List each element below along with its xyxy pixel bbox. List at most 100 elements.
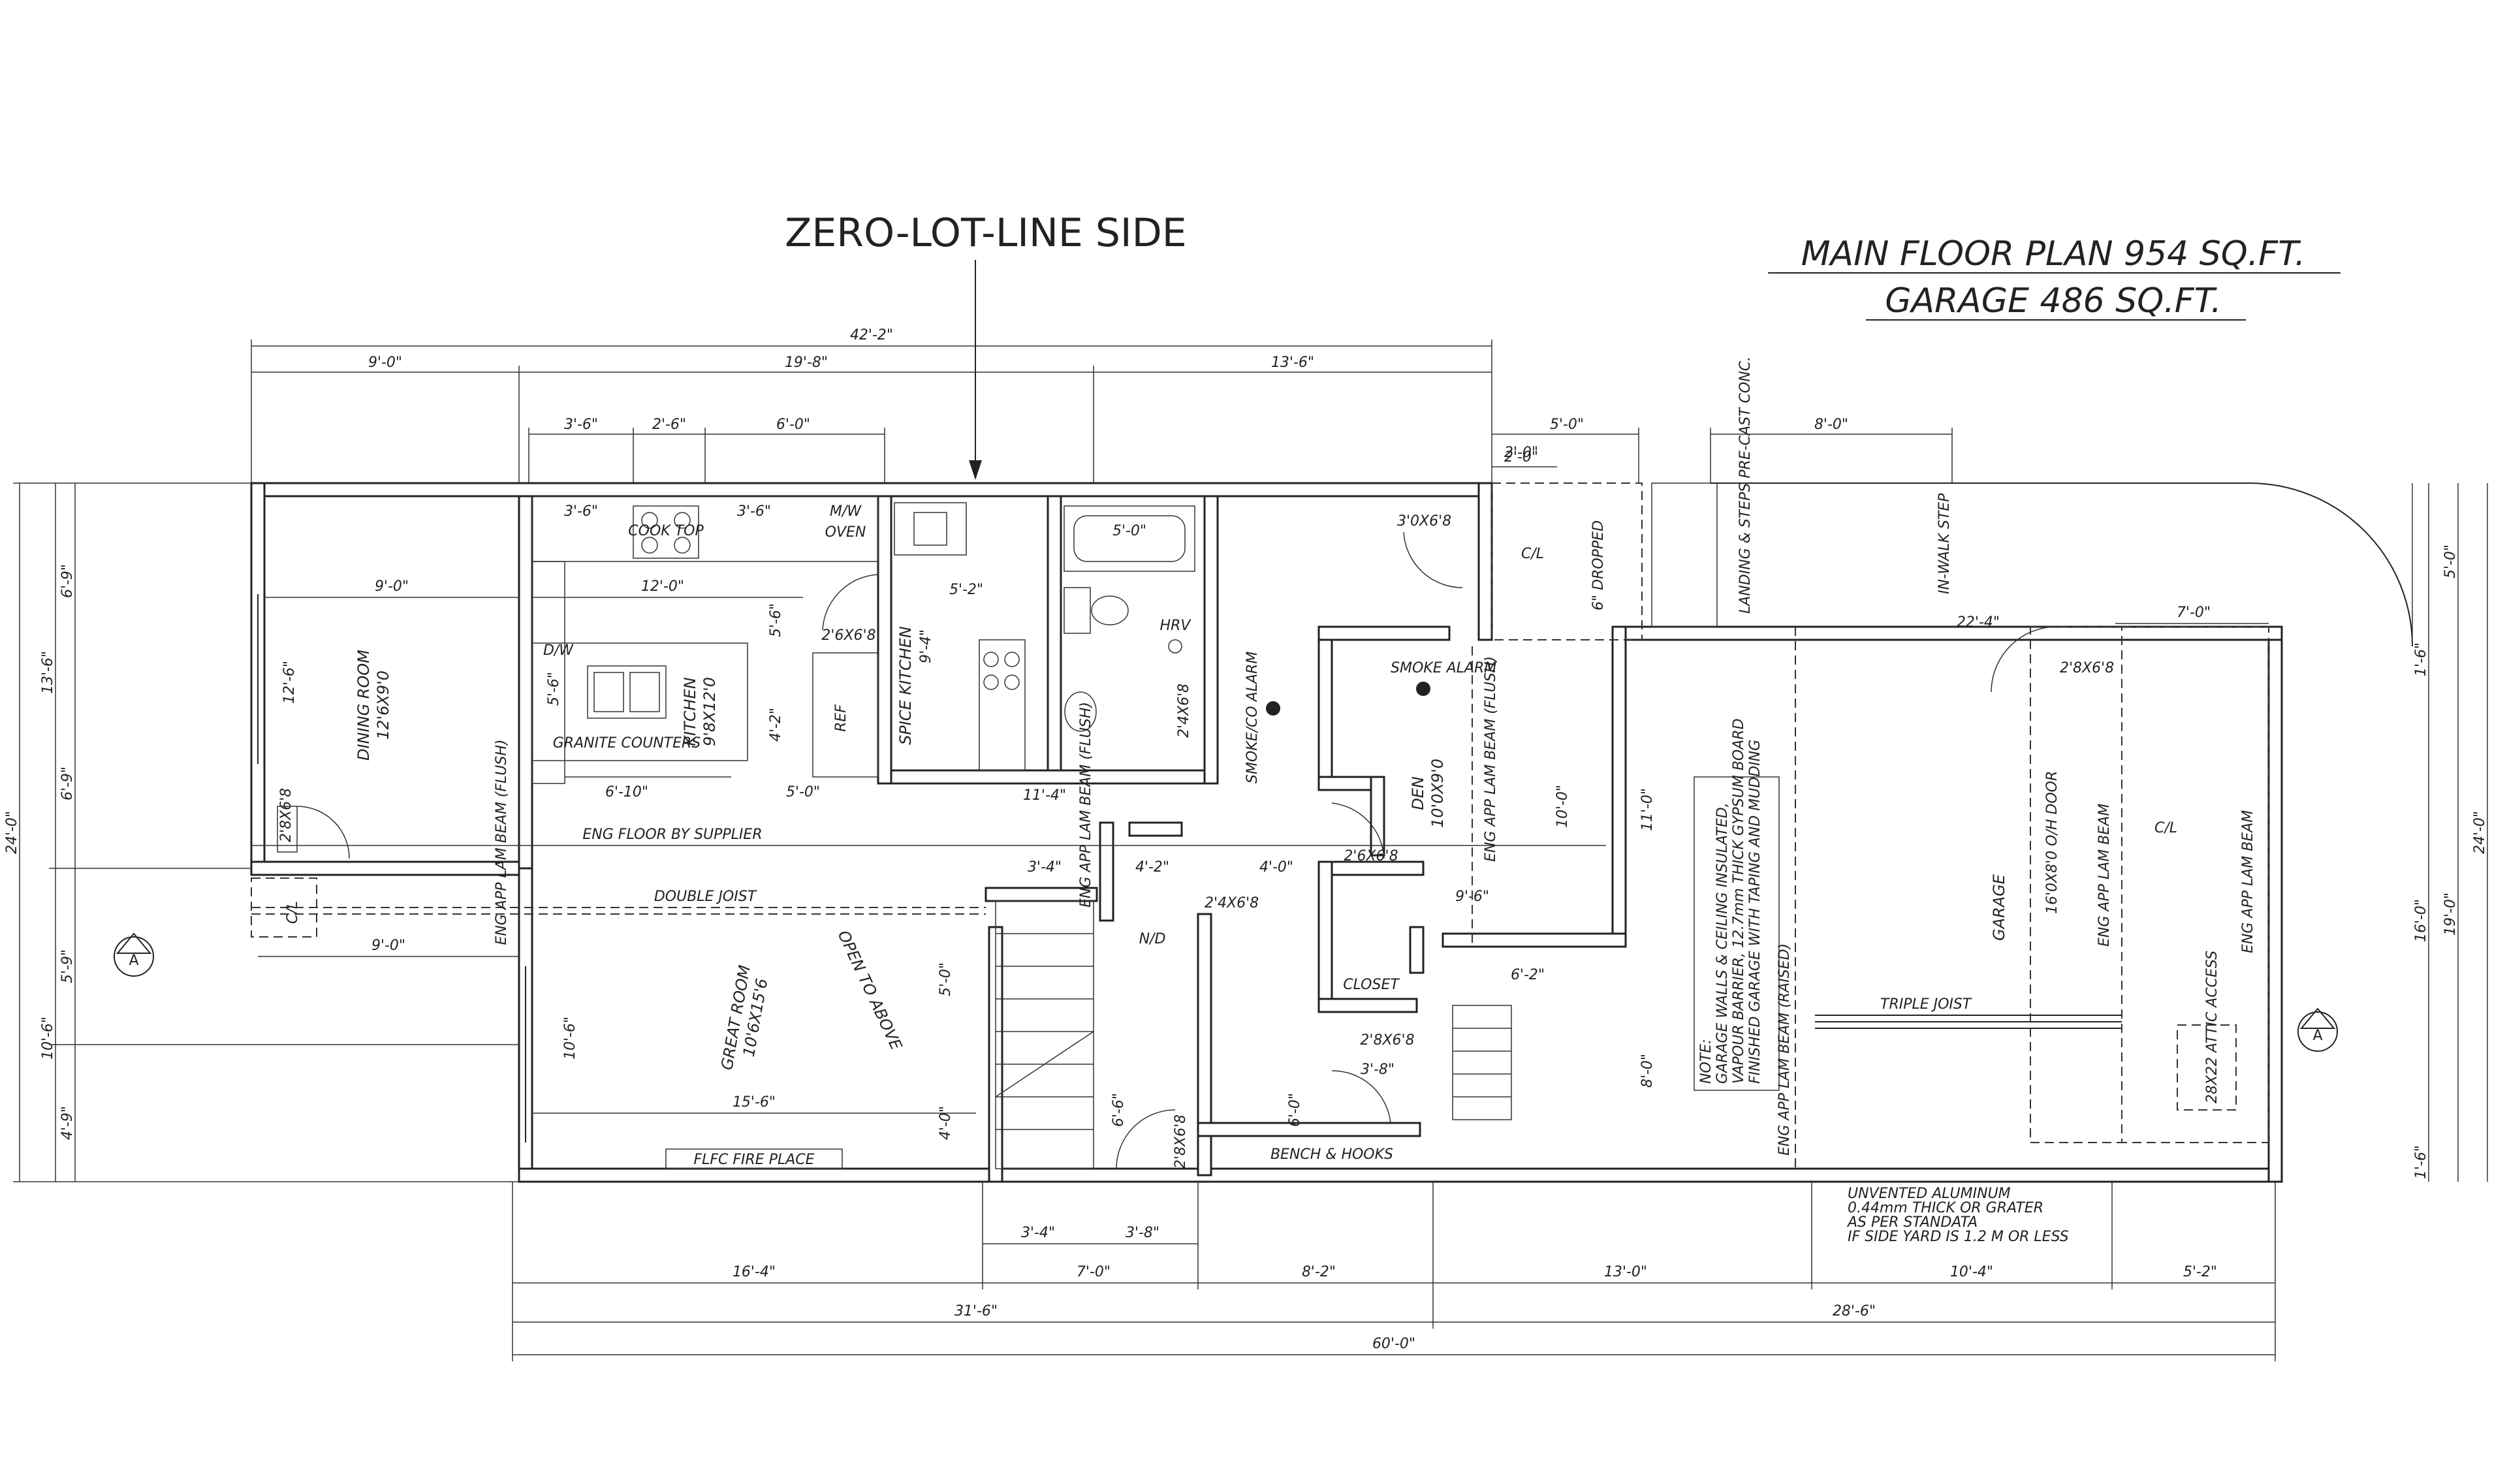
dim-k-e: 3'-6" bbox=[737, 503, 771, 520]
door-bath-label: 2'4X6'8 bbox=[1176, 684, 1192, 738]
dim-right-total: 24'-0" bbox=[2472, 811, 2488, 854]
dim-stair-h: 5'-0" bbox=[938, 962, 954, 996]
dim-left-big2: 10'-6" bbox=[40, 1017, 56, 1060]
kitchen: COOK TOP 3'-6" 3'-6" M/W OVEN 5'-6" 12'-… bbox=[494, 496, 879, 945]
door-garage-label: 2'8X6'8 bbox=[2060, 660, 2114, 676]
dim-top-a: 9'-0" bbox=[368, 355, 402, 371]
dim-k-a: 3'-6" bbox=[564, 417, 598, 433]
zero-lot-arrowhead bbox=[969, 460, 982, 480]
fireplace-label: FLFC FIRE PLACE bbox=[693, 1152, 814, 1168]
dim-sum-a: 31'-6" bbox=[954, 1303, 998, 1319]
entry-area: C/L 2'-0" 6" DROPPED LANDING & STEPS PRE… bbox=[1491, 356, 2413, 647]
lam-beam-garage-1: ENG APP LAM BEAM bbox=[2096, 804, 2113, 947]
landing-label: LANDING & STEPS PRE-CAST CONC. bbox=[1737, 356, 1754, 614]
garage-area-title: GARAGE 486 SQ.FT. bbox=[1885, 281, 2222, 321]
dim-entry-b: 2'-0" bbox=[1504, 445, 1538, 461]
dw-label: D/W bbox=[543, 642, 574, 659]
dim-bot-e: 10'-4" bbox=[1950, 1264, 1993, 1280]
dim-right-e: 19'-0" bbox=[2442, 892, 2459, 936]
door-closet-label: 2'8X6'8 bbox=[1360, 1032, 1414, 1049]
dim-dining-w: 9'-0" bbox=[375, 578, 409, 595]
section-marker-left-label: A bbox=[129, 953, 138, 969]
cl-label-entry: C/L bbox=[1521, 546, 1544, 562]
aluminum-note-1: UNVENTED ALUMINUM bbox=[1848, 1186, 2011, 1202]
dim-left-b: 6'-9" bbox=[59, 766, 76, 800]
kitchen-size: 9'8X12'0 bbox=[701, 677, 719, 746]
double-joist-label: DOUBLE JOIST bbox=[654, 889, 757, 905]
dim-stair-w: 3'-4" bbox=[1028, 859, 1062, 876]
dim-top-b: 19'-8" bbox=[785, 355, 828, 371]
dim-left-total: 24'-0" bbox=[4, 811, 20, 854]
dim-dining-h: 12'-6" bbox=[281, 661, 298, 704]
garage: GARAGE 22'-4" 7'-0" 16'0X8'0 O/H DOOR EN… bbox=[1639, 605, 2269, 1169]
dim-k-d: 3'-6" bbox=[564, 503, 598, 520]
triple-joist-label: TRIPLE JOIST bbox=[1880, 996, 1972, 1013]
dim-great-h: 10'-6" bbox=[562, 1017, 578, 1060]
dim-bot-g: 3'-4" bbox=[1021, 1225, 1055, 1241]
lam-beam-garage-2: ENG APP LAM BEAM bbox=[2240, 810, 2256, 953]
ref-label: REF bbox=[833, 704, 849, 732]
nd-label: N/D bbox=[1139, 931, 1166, 947]
aluminum-note-4: IF SIDE YARD IS 1.2 M OR LESS bbox=[1848, 1229, 2069, 1245]
dim-kitchen-w: 12'-0" bbox=[641, 578, 684, 595]
dim-garage-w2: 7'-0" bbox=[2177, 605, 2211, 621]
zero-lot-line-label: ZERO-LOT-LINE SIDE bbox=[785, 210, 1186, 256]
section-marker-left: A bbox=[114, 932, 154, 977]
dim-sum-b: 28'-6" bbox=[1833, 1303, 1876, 1319]
dim-right-a: 5'-0" bbox=[2442, 545, 2459, 578]
interior-walls bbox=[518, 495, 1451, 1176]
spice-kitchen-and-bath: SPICE KITCHEN 9'-4" 5'-2" 11'-4" 5'-0" H… bbox=[894, 502, 1195, 804]
dim-den-h: 10'-0" bbox=[1554, 785, 1571, 828]
dim-bath-w: 5'-0" bbox=[1112, 523, 1146, 539]
garage-label: GARAGE bbox=[1990, 874, 2008, 941]
bottom-dimensions: 3'-4" 3'-8" 16'-4" 7'-0" 8'-2" 13'-0" 10… bbox=[512, 1182, 2276, 1361]
dim-garage-h: 11'-0" bbox=[1639, 788, 1656, 831]
dim-left-d: 4'-9" bbox=[59, 1106, 76, 1140]
dim-right-b: 1'-6" bbox=[2413, 642, 2429, 676]
section-marker-right-label: A bbox=[2312, 1028, 2322, 1044]
dim-spice-w2: 11'-4" bbox=[1023, 787, 1066, 804]
open-above-label: OPEN TO ABOVE bbox=[834, 928, 906, 1054]
dim-bot-f: 5'-2" bbox=[2183, 1264, 2217, 1280]
lam-beam-flush-kitchen: ENG APP LAM BEAM (FLUSH) bbox=[494, 740, 510, 945]
dim-foyer-h: 6'-0" bbox=[1287, 1093, 1303, 1127]
dim-total: 60'-0" bbox=[1372, 1336, 1415, 1352]
dim-e-b: 2'-0" bbox=[1504, 449, 1538, 466]
dim-den-w2: 6'-2" bbox=[1511, 967, 1545, 983]
ohdoor-label: 16'0X8'0 O/H DOOR bbox=[2044, 771, 2060, 914]
dim-top-total: 42'-2" bbox=[850, 327, 893, 343]
door-den-top-label: 3'0X6'8 bbox=[1397, 513, 1451, 529]
dim-bot-d: 13'-0" bbox=[1604, 1264, 1647, 1280]
dim-right-d: 1'-6" bbox=[2413, 1145, 2429, 1179]
garage-note-4: FINISHED GARAGE WITH TAPING AND MUDDING bbox=[1747, 740, 1763, 1084]
dim-k-c: 6'-0" bbox=[776, 417, 810, 433]
attic-label: 28X22 ATTIC ACCESS bbox=[2204, 951, 2220, 1103]
cooktop-label: COOK TOP bbox=[628, 523, 704, 539]
smoke-alarm-label: SMOKE ALARM bbox=[1391, 660, 1496, 676]
great-room: DOUBLE JOIST ENG FLOOR BY SUPPLIER GREAT… bbox=[251, 702, 1606, 1169]
den-label: DEN bbox=[1409, 776, 1427, 810]
spice-kitchen-label: SPICE KITCHEN bbox=[896, 626, 915, 745]
aluminum-note-2: 0.44mm THICK OR GRATER bbox=[1848, 1200, 2043, 1216]
smoke-co-alarm-label: SMOKE/CO ALARM bbox=[1244, 652, 1261, 783]
dim-foyer-h2: 6'-6" bbox=[1111, 1093, 1127, 1127]
dim-kitchen-w2: 6'-10" bbox=[605, 784, 648, 800]
dim-bot-h: 3'-8" bbox=[1126, 1225, 1159, 1241]
door-dining-label: 2'8X6'8 bbox=[278, 788, 294, 842]
dim-e-a: 5'-0" bbox=[1550, 417, 1584, 433]
dining-room-size: 12'6X9'0 bbox=[374, 671, 392, 740]
eng-floor-label: ENG FLOOR BY SUPPLIER bbox=[582, 827, 762, 843]
door-den-label: 2'6X6'8 bbox=[1344, 848, 1398, 864]
garage-note-3: VAPOUR BARRIER, 12.7mm THICK GYPSUM BOAR… bbox=[1731, 718, 1747, 1084]
smoke-co-alarm-icon bbox=[1266, 701, 1280, 716]
lam-beam-flush-den: ENG APP LAM BEAM (FLUSH) bbox=[1483, 656, 1499, 862]
lam-beam-raised: ENG APP LAM BEAM (RAISED) bbox=[1776, 943, 1793, 1156]
dining-room-label: DINING ROOM bbox=[355, 650, 373, 761]
granite-label: GRANITE COUNTERS bbox=[553, 735, 701, 751]
dining-room: DINING ROOM 12'6X9'0 9'-0" 12'-6" 9'-0" … bbox=[251, 578, 519, 957]
main-floor-title: MAIN FLOOR PLAN 954 SQ.FT. bbox=[1801, 234, 2306, 274]
oven-label: OVEN bbox=[825, 524, 866, 541]
dim-kitchen-h2: 5'-6" bbox=[546, 672, 562, 706]
cl-label-dining: C/L bbox=[285, 901, 301, 924]
